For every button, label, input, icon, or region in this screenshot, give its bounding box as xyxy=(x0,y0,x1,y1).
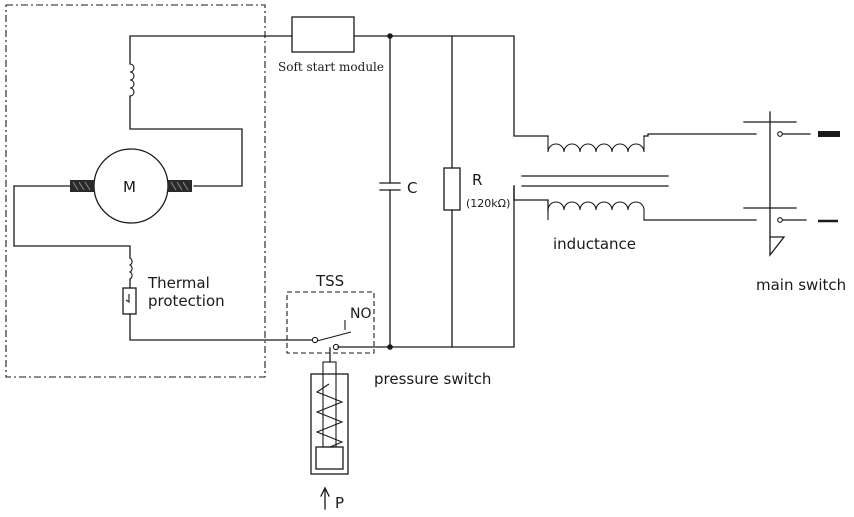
inductor-core xyxy=(521,175,669,187)
tss-switch-blade xyxy=(316,320,352,342)
pressure-label: P xyxy=(335,494,344,512)
wire-coil-to-motor xyxy=(129,95,243,187)
terminal-top xyxy=(818,131,840,137)
soft-start-module xyxy=(291,16,355,53)
capacitor xyxy=(379,182,401,191)
tss-box xyxy=(286,291,375,354)
capacitor-label: C xyxy=(407,179,417,197)
soft-start-label: Soft start module xyxy=(278,60,384,74)
wire-bottom-left xyxy=(129,313,313,341)
wire-motor-left xyxy=(13,185,131,259)
thermal-contact xyxy=(125,294,130,304)
wire-top-left xyxy=(129,35,293,65)
thermal-label-2: protection xyxy=(148,292,225,310)
inductor-top xyxy=(547,136,645,153)
pressure-arrow xyxy=(320,486,330,510)
actuator-piston xyxy=(315,446,344,470)
brush-hatch xyxy=(72,181,189,191)
wire-to-switch-top xyxy=(643,133,757,137)
resistor-label: R xyxy=(472,171,482,189)
wire-top-right xyxy=(353,35,549,137)
inductor-bottom xyxy=(547,201,645,220)
thermal-label-1: Thermal xyxy=(147,274,210,292)
main-switch-label: main switch xyxy=(756,276,846,294)
pressure-switch-label: pressure switch xyxy=(374,370,491,388)
switch-contact-bottom xyxy=(777,217,783,223)
tss-label: TSS xyxy=(315,272,344,290)
motor-enclosure xyxy=(5,4,266,378)
no-label: NO xyxy=(350,306,372,322)
switch-contact-top xyxy=(777,131,783,137)
tss-contact-left xyxy=(311,336,319,344)
resistor xyxy=(443,167,461,211)
lower-coil xyxy=(128,257,133,280)
resistor-value: (120kΩ) xyxy=(466,197,510,210)
actuator-stem xyxy=(322,361,337,448)
motor-label: M xyxy=(123,178,136,196)
actuator-housing xyxy=(310,373,349,475)
wire-bottom-right xyxy=(337,185,515,348)
main-switch-knob xyxy=(769,236,786,257)
inductance-label: inductance xyxy=(553,235,636,253)
upper-coil xyxy=(129,63,135,97)
wire-inductor-bottom-left xyxy=(513,185,549,211)
actuator-spring xyxy=(315,383,344,448)
